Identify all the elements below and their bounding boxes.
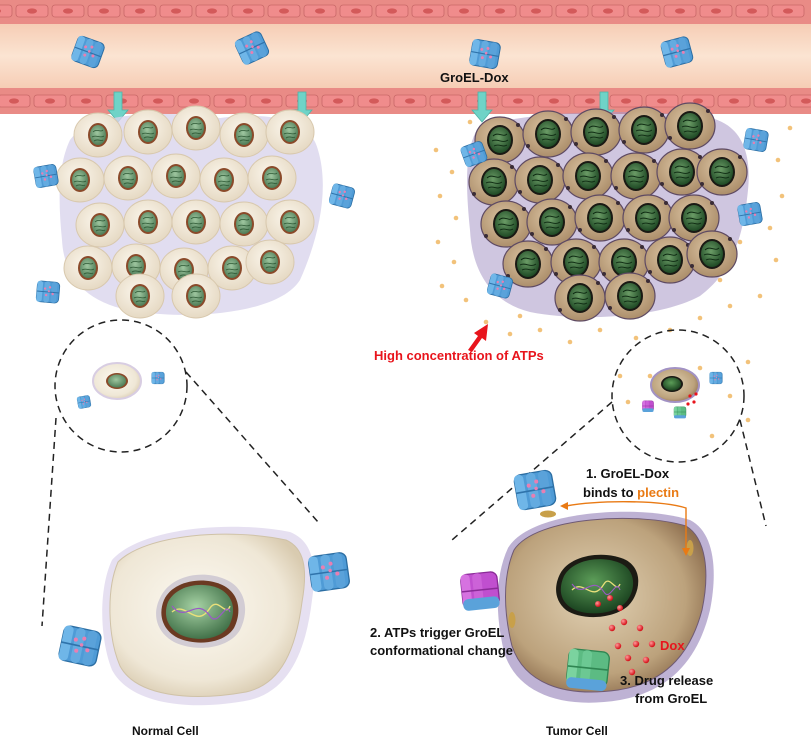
groel-icon [76,394,92,410]
tumor-cell-caption: Tumor Cell [546,724,608,738]
step2-line2: conformational change [370,643,514,658]
groel-icon [512,468,558,512]
groel-dox-label: GroEL-Dox [440,70,509,85]
groel-icon [32,163,60,189]
high-atp-label: High concentration of ATPs [374,348,544,363]
step1-line1: 1. GroEL-Dox [586,466,670,481]
groel-atp-icon [642,400,654,413]
step3-line2: from GroEL [635,691,708,706]
groel-icon [468,38,502,70]
groel-icon [151,371,165,385]
step2-line1: 2. ATPs trigger GroEL [370,625,505,640]
groel-atp-icon [459,570,501,613]
groel-icon [328,182,356,210]
step1-line2: binds to plectin [583,485,679,500]
groel-icon [35,280,61,304]
tumor-cell-large [459,468,714,703]
normal-cell-caption: Normal Cell [132,724,199,738]
step3-line1: 3. Drug release [620,673,714,688]
normal-zoom [41,319,319,627]
step1-binds-text: binds to [583,485,634,500]
normal-cell-large [57,526,351,706]
dox-label: Dox [660,638,685,653]
high-atp-arrow-icon [468,324,488,352]
tumor-tissue [459,102,770,322]
tumor-zoom [451,329,767,541]
groel-open-icon [564,647,611,693]
groel-icon [709,371,723,385]
dox-molecules [595,595,656,676]
plectin-markers [508,510,694,628]
groel-icon [736,201,764,227]
plectin-label: plectin [637,485,680,500]
groel-icon [57,624,103,668]
groel-icon [307,551,351,593]
groel-icon [742,127,770,153]
blood-vessel [0,0,811,114]
normal-tissue [32,105,356,319]
groel-open-icon [673,406,687,419]
